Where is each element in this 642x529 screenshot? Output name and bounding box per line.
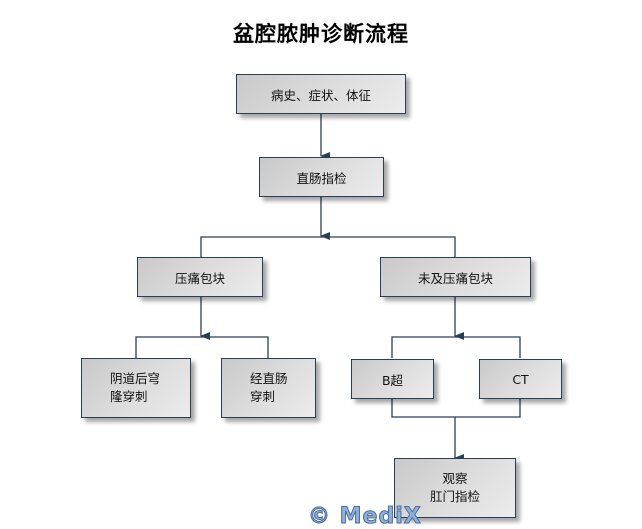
connector-notender-split: [391, 336, 521, 358]
node-history-label: 病史、症状、体征: [270, 87, 371, 103]
diagram-title: 盆腔脓肿诊断流程: [233, 22, 409, 46]
watermark: © MediX: [308, 504, 422, 529]
node-rectal-puncture-label: 经直肠 穿刺: [250, 371, 288, 404]
node-vaginal-puncture-label: 阴道后穹 隆穿刺: [110, 371, 161, 404]
node-observe: 观察 肛门指检: [394, 458, 516, 518]
node-ct: CT: [479, 359, 562, 399]
node-tender-mass: 压痛包块: [137, 257, 263, 297]
connector-tender-split: [135, 336, 269, 358]
node-history: 病史、症状、体征: [236, 74, 406, 114]
node-b-ultrasound-label: B超: [381, 372, 404, 388]
node-observe-label: 观察 肛门指检: [429, 471, 480, 504]
node-vaginal-puncture: 阴道后穹 隆穿刺: [81, 358, 191, 418]
node-rectal-exam-label: 直肠指检: [296, 170, 347, 186]
node-tender-mass-label: 压痛包块: [174, 270, 225, 286]
connector-split: [200, 236, 456, 258]
node-no-tender-mass: 未及压痛包块: [380, 257, 531, 297]
node-no-tender-mass-label: 未及压痛包块: [417, 270, 493, 286]
node-rectal-exam: 直肠指检: [259, 157, 384, 197]
node-b-ultrasound: B超: [351, 359, 434, 399]
node-ct-label: CT: [512, 371, 529, 387]
node-rectal-puncture: 经直肠 穿刺: [221, 358, 316, 418]
connector-imaging-join: [391, 399, 521, 418]
